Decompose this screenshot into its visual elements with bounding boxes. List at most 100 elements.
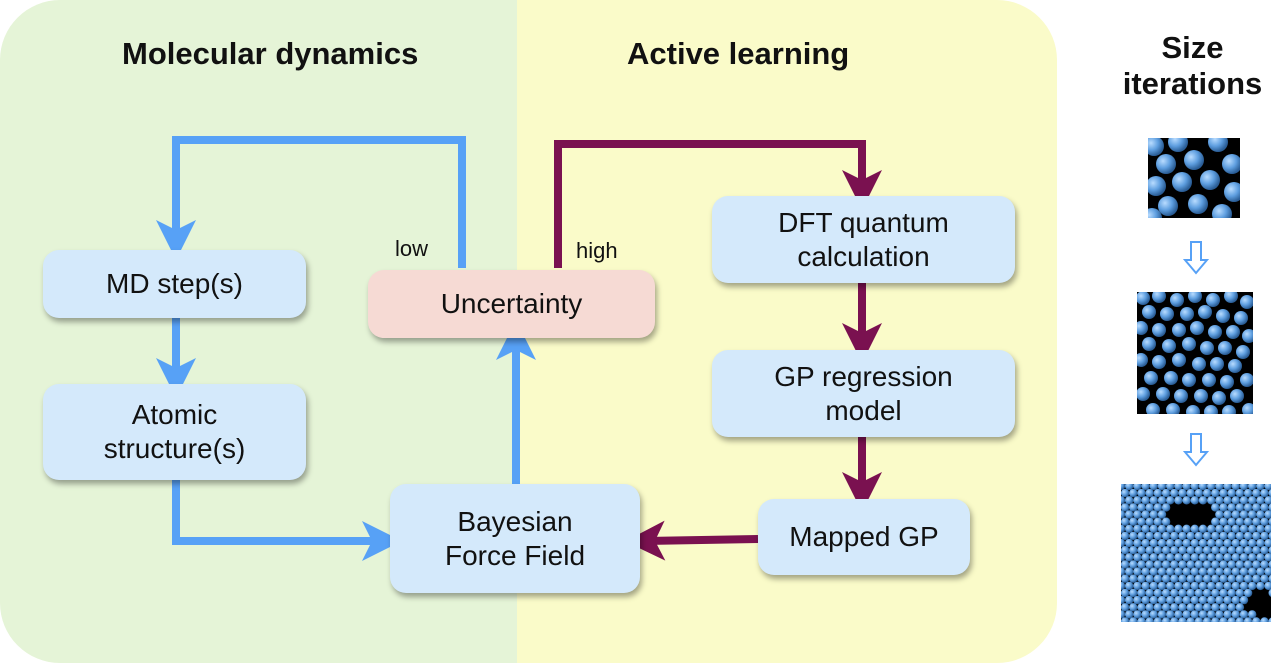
particle xyxy=(1227,517,1236,526)
particle xyxy=(1153,574,1163,583)
particle xyxy=(1174,553,1183,562)
particle xyxy=(1194,531,1204,541)
side-title-line2: iterations xyxy=(1122,65,1263,101)
particle xyxy=(1223,538,1232,548)
particle xyxy=(1190,567,1199,576)
particle xyxy=(1252,531,1261,541)
particle xyxy=(1268,560,1271,569)
particle xyxy=(1161,503,1171,512)
atomic-label-line2: structure(s) xyxy=(103,433,246,464)
particle xyxy=(1133,524,1142,533)
particle xyxy=(1260,546,1269,555)
particle xyxy=(1239,538,1249,548)
particle xyxy=(1153,546,1163,555)
particle xyxy=(1227,531,1236,541)
particle xyxy=(1194,588,1204,598)
particle xyxy=(1243,503,1253,512)
particle xyxy=(1121,617,1130,622)
particle xyxy=(1231,595,1240,605)
particle xyxy=(1231,553,1240,562)
size-iterations-title: Size iterations xyxy=(1105,30,1280,101)
particle xyxy=(1178,574,1187,583)
particle xyxy=(1211,488,1220,498)
particle xyxy=(1227,617,1236,622)
particle xyxy=(1227,588,1236,598)
particle xyxy=(1129,588,1138,598)
down-arrow-icon xyxy=(1183,241,1209,275)
particle xyxy=(1219,617,1228,622)
particle xyxy=(1211,517,1220,526)
particle xyxy=(1268,589,1271,597)
particle xyxy=(1248,538,1257,548)
particle xyxy=(1149,484,1158,491)
particle xyxy=(1182,484,1191,491)
particle xyxy=(1178,531,1187,541)
particle xyxy=(1166,524,1175,533)
particle xyxy=(1153,531,1163,541)
particle xyxy=(1149,567,1158,576)
particle xyxy=(1202,546,1212,555)
particle xyxy=(1198,496,1208,505)
particle xyxy=(1145,546,1154,555)
particle xyxy=(1121,581,1126,591)
large-cluster-image xyxy=(1121,484,1271,622)
particle xyxy=(1157,510,1167,519)
particle xyxy=(1235,546,1245,555)
arrow-low-to-md-step xyxy=(156,136,466,268)
particle xyxy=(1239,581,1249,591)
particle xyxy=(1121,610,1126,619)
particle xyxy=(1161,546,1171,555)
particle xyxy=(1133,510,1142,519)
particle xyxy=(1215,610,1224,619)
particle xyxy=(1235,617,1245,622)
particle xyxy=(1219,560,1228,569)
particle xyxy=(1248,610,1257,619)
particle xyxy=(1174,484,1183,491)
particle xyxy=(1194,488,1204,498)
particle xyxy=(1243,560,1253,569)
medium-cluster-particles xyxy=(1137,292,1253,414)
particle xyxy=(1252,546,1261,555)
particle xyxy=(1186,488,1195,498)
particle xyxy=(1190,610,1199,619)
particle xyxy=(1133,553,1142,562)
particle xyxy=(1223,581,1232,591)
particle xyxy=(1194,560,1204,569)
particle xyxy=(1260,617,1269,622)
gp-label-line1: GP regression xyxy=(774,360,953,392)
particle xyxy=(1149,496,1158,505)
particle xyxy=(1129,488,1138,498)
particle xyxy=(1260,560,1269,569)
particle xyxy=(1223,510,1232,519)
arrow-high-to-dft xyxy=(554,140,882,268)
particle xyxy=(1186,531,1195,541)
dft-label-line1: DFT quantum xyxy=(778,206,949,238)
particle xyxy=(1211,546,1220,555)
particle xyxy=(1260,503,1269,512)
particle xyxy=(1243,546,1253,555)
particle xyxy=(1243,588,1253,598)
particle xyxy=(1166,581,1175,591)
particle xyxy=(1137,488,1146,498)
particle xyxy=(1161,531,1171,541)
particle xyxy=(1125,567,1134,576)
particle xyxy=(1264,538,1271,548)
particle xyxy=(1157,567,1167,576)
particle xyxy=(1260,531,1269,541)
particle xyxy=(1186,603,1195,612)
particle xyxy=(1137,588,1146,598)
particle xyxy=(1227,503,1236,512)
particle xyxy=(1227,560,1236,569)
particle xyxy=(1198,553,1208,562)
particle xyxy=(1215,567,1224,576)
small-cluster-particles xyxy=(1148,138,1240,218)
particle xyxy=(1264,581,1271,591)
particle xyxy=(1252,560,1261,569)
particle xyxy=(1153,617,1163,622)
particle xyxy=(1121,603,1130,612)
particle xyxy=(1145,603,1154,612)
particle xyxy=(1121,484,1126,491)
particle xyxy=(1182,581,1191,591)
particle xyxy=(1268,489,1271,497)
particle xyxy=(1145,531,1154,541)
